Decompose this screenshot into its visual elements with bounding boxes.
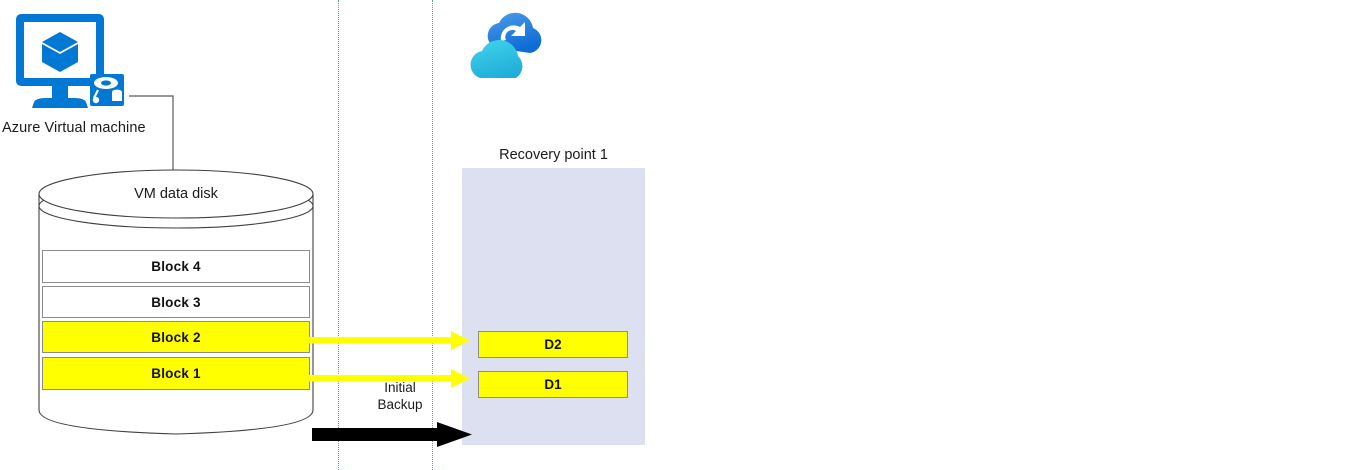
- recovery-data-block-d1: D1: [478, 371, 628, 398]
- azure-backup-cloud-icon: [458, 6, 558, 94]
- disk-block-4-label: Block 4: [151, 259, 201, 274]
- yellow-arrow-block2-to-d2: [303, 331, 470, 350]
- disk-block-3: Block 3: [42, 286, 310, 318]
- vm-label: Azure Virtual machine: [2, 120, 146, 136]
- recovery-data-block-d1-label: D1: [544, 377, 562, 392]
- disk-block-4: Block 4: [42, 250, 310, 283]
- initial-backup-label-line2: Backup: [377, 397, 423, 412]
- recovery-point-panel: [462, 168, 645, 445]
- initial-backup-arrow: [312, 422, 472, 447]
- disk-block-2: Block 2: [42, 321, 310, 353]
- recovery-point-title: Recovery point 1: [499, 147, 608, 163]
- recovery-data-block-d2-label: D2: [544, 337, 562, 352]
- guide-line-left: [338, 0, 339, 470]
- initial-backup-label: Initial Backup: [348, 379, 452, 413]
- azure-virtual-machine-icon: [14, 12, 126, 114]
- vm-to-disk-connector: [128, 90, 178, 176]
- initial-backup-label-line1: Initial: [384, 380, 416, 395]
- disk-block-3-label: Block 3: [151, 294, 201, 310]
- recovery-data-block-d2: D2: [478, 331, 628, 358]
- guide-line-right: [432, 0, 433, 470]
- disk-block-1-label: Block 1: [151, 366, 201, 381]
- vm-data-disk-label: VM data disk: [134, 186, 218, 202]
- disk-block-2-label: Block 2: [151, 329, 201, 345]
- disk-block-1: Block 1: [42, 357, 310, 390]
